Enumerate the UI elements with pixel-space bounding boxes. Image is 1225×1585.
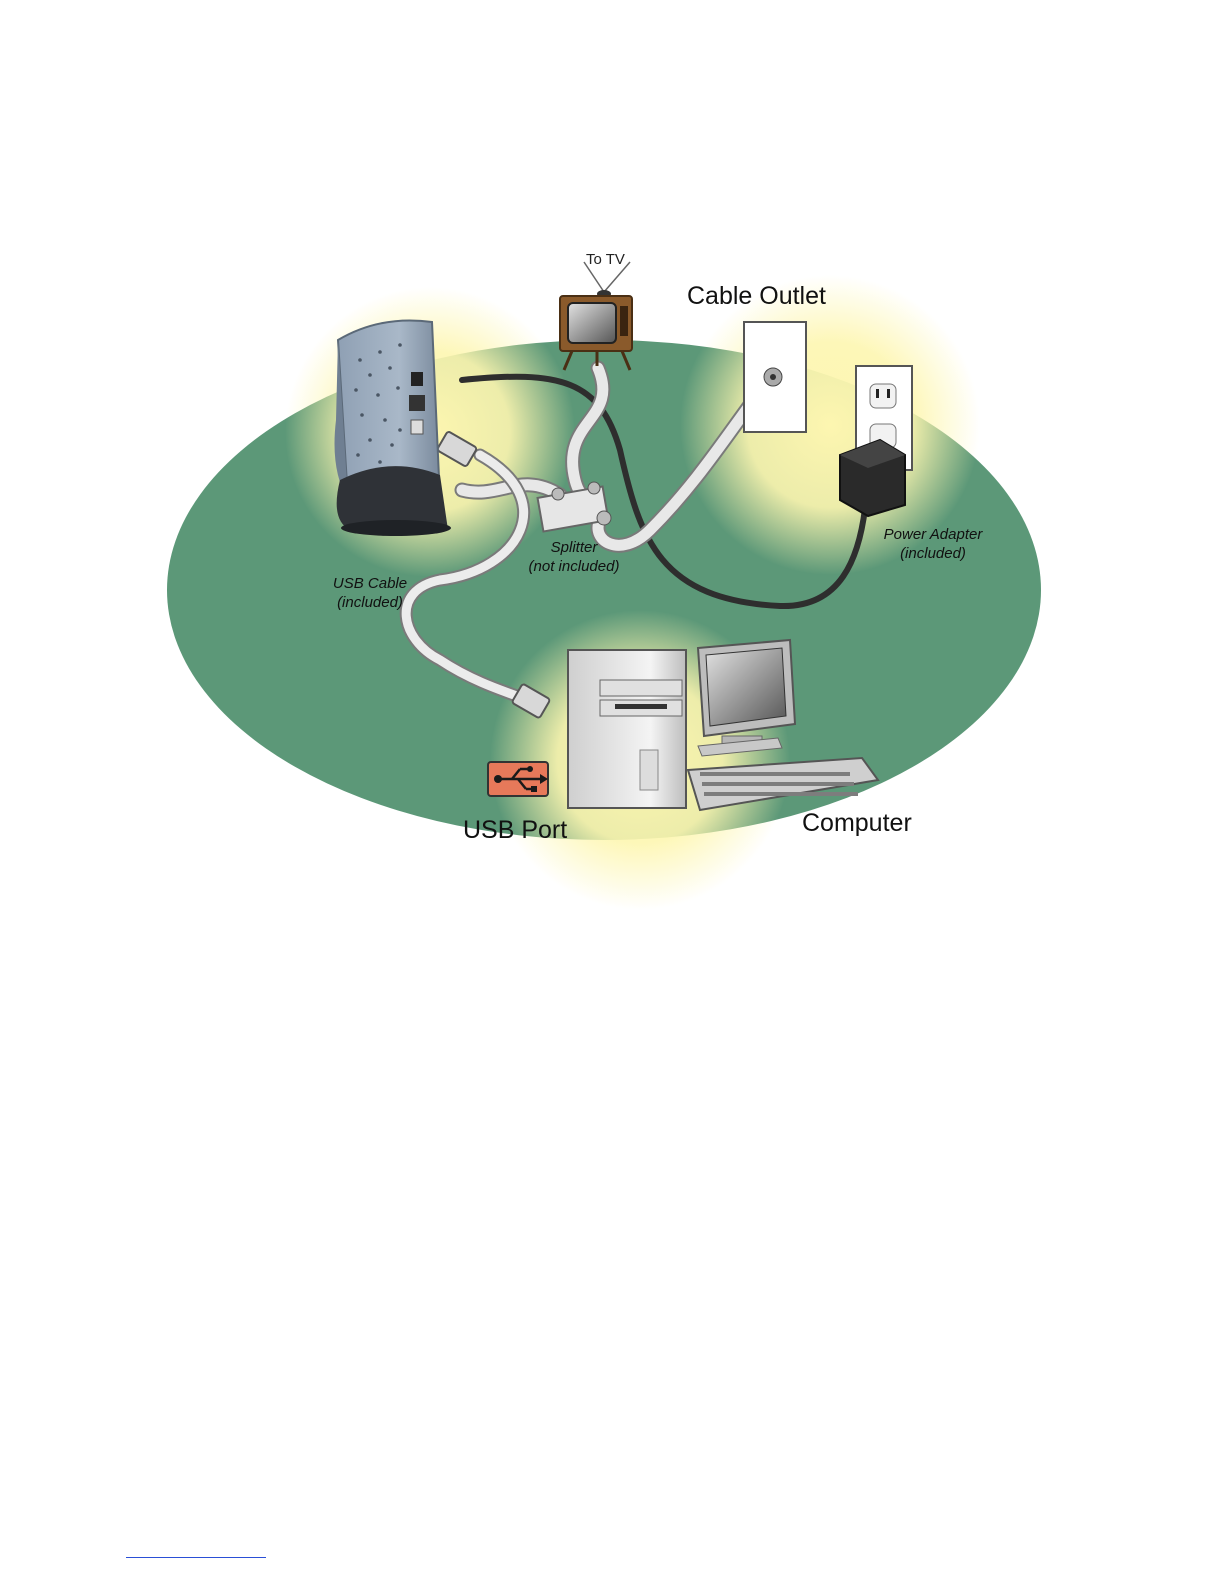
cable-modem-icon	[335, 320, 452, 536]
power-adapter-icon	[840, 440, 905, 516]
label-power-adapter-line2: (included)	[900, 545, 966, 562]
label-usb-port: USB Port	[463, 816, 567, 844]
wall-outlet-icon	[744, 322, 806, 432]
label-usb-cable-line2: (included)	[337, 594, 403, 611]
label-splitter-line2: (not included)	[529, 558, 620, 575]
label-cable-outlet: Cable Outlet	[687, 282, 826, 310]
label-computer: Computer	[802, 809, 912, 837]
footnote-rule	[126, 1557, 266, 1558]
label-splitter-line1: Splitter	[551, 539, 599, 556]
label-power-adapter-line1: Power Adapter	[884, 526, 984, 543]
usb-port-badge	[488, 762, 548, 796]
label-usb-cable-line1: USB Cable	[333, 575, 407, 592]
label-to-tv: To TV	[586, 251, 625, 268]
